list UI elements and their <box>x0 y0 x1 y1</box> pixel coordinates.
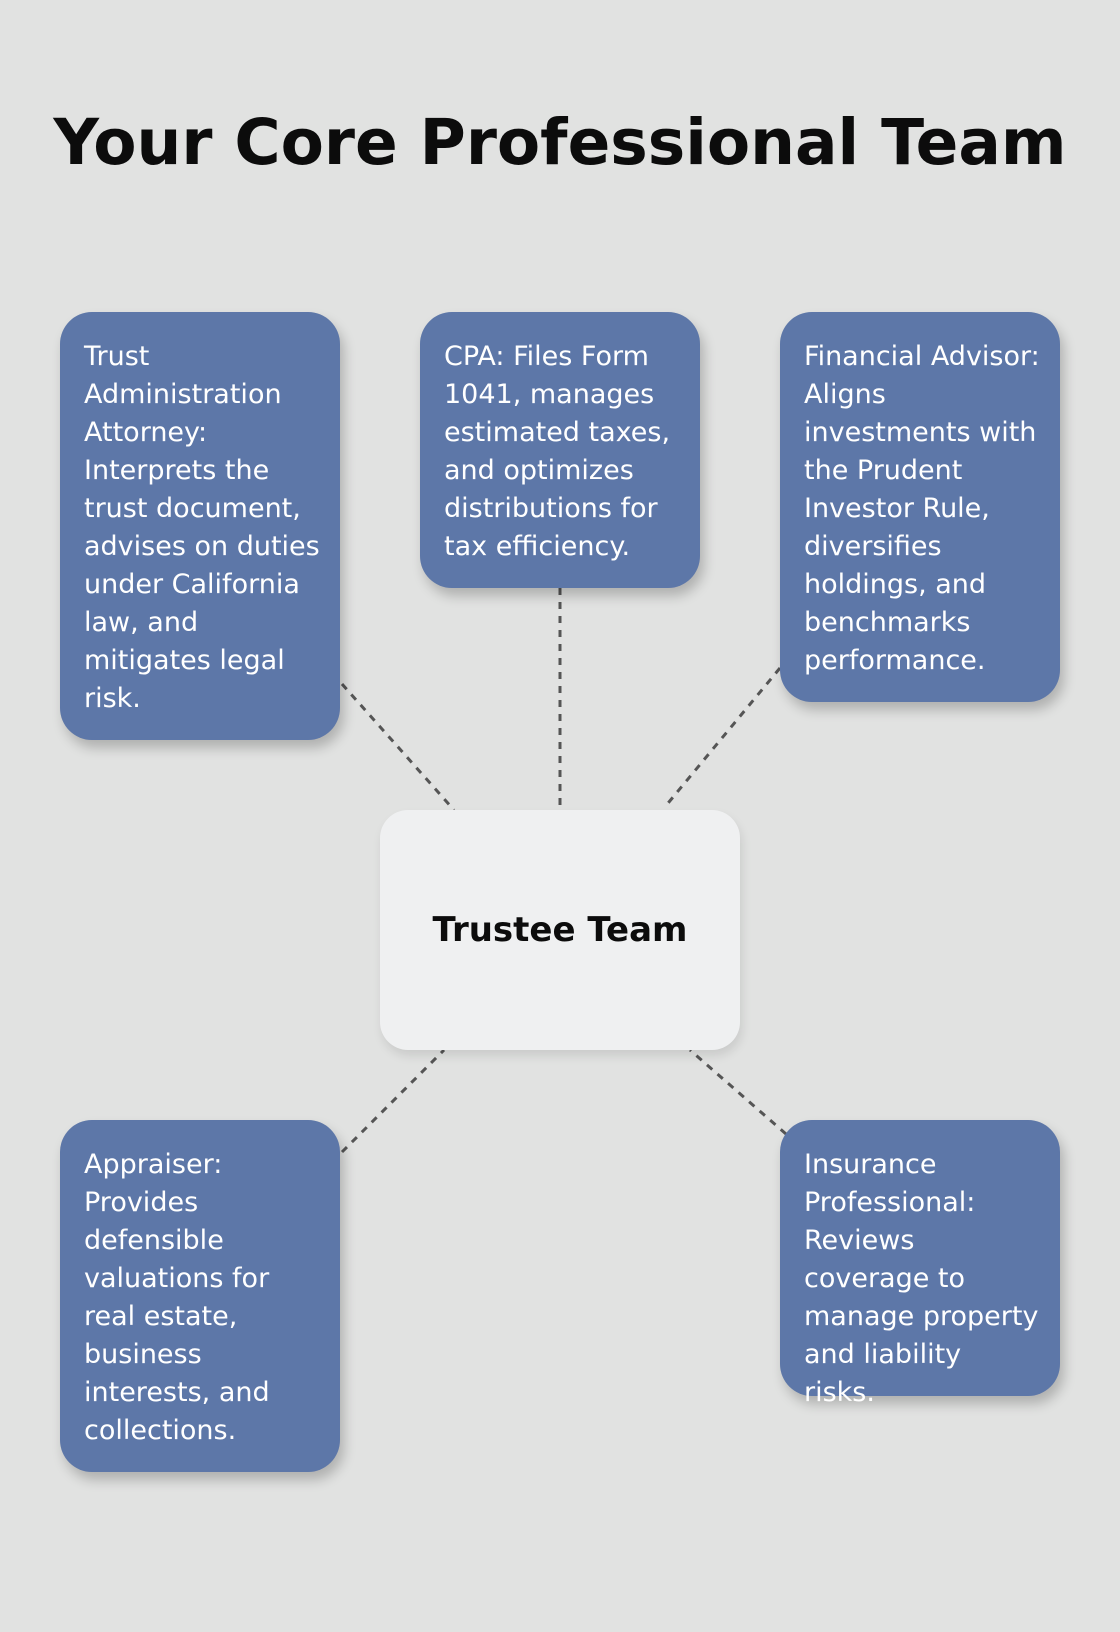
center-node-label: Trustee Team <box>432 910 688 950</box>
node-insurance-professional: Insurance Professional: Reviews coverage… <box>780 1120 1060 1408</box>
node-cpa: CPA: Files Form 1041, manages estimated … <box>420 312 700 588</box>
connector-appraiser <box>340 1048 446 1154</box>
node-attorney: Trust Administration Attorney: Interpret… <box>60 312 340 740</box>
connector-advisor <box>662 667 782 809</box>
node-financial-advisor: Financial Advisor: Aligns investments wi… <box>780 312 1060 702</box>
connector-attorney <box>340 683 456 811</box>
node-appraiser: Appraiser: Provides defensible valuation… <box>60 1120 340 1472</box>
connector-insurance <box>689 1048 787 1136</box>
page-title: Your Core Professional Team <box>53 106 1067 179</box>
center-node-trustee-team: Trustee Team <box>380 810 740 1050</box>
